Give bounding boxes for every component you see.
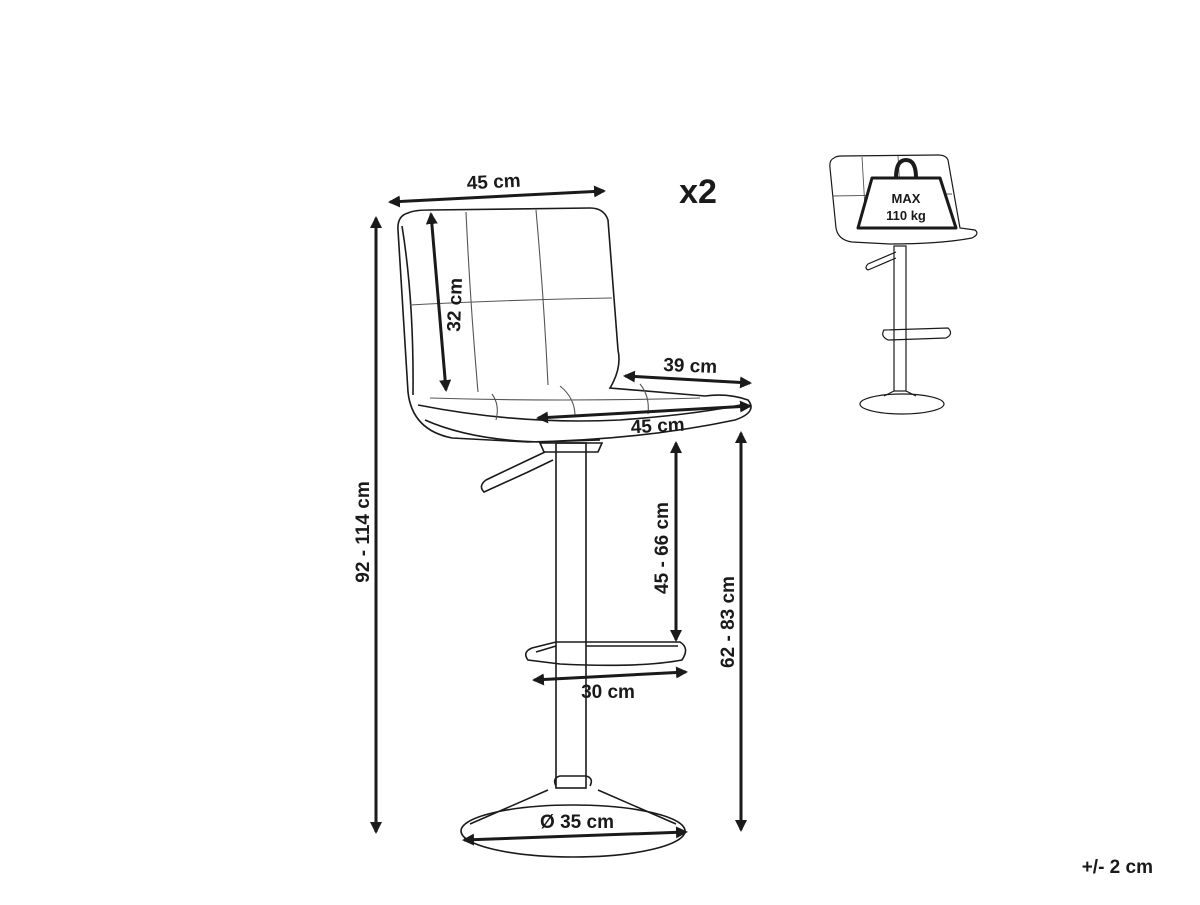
seat-front-rim [417,403,746,422]
label-base-diameter: Ø 35 cm [540,812,614,833]
label-seat-height: 62 - 83 cm [718,576,739,668]
tolerance-note: +/- 2 cm [1082,857,1153,878]
seat-stitching [429,383,701,421]
arrow-footrest-width [532,666,688,686]
mini-lever [865,251,897,271]
weight-handle [894,157,918,179]
gas-column [555,442,587,789]
label-footrest-width: 30 cm [581,682,635,703]
mini-base [859,393,945,415]
backrest-stitching [409,209,613,393]
dimension-lines [370,185,752,846]
mini-column [893,245,907,392]
arrow-seat-depth [623,370,752,389]
arrow-base-diameter [462,826,688,846]
load-weight-label: 110 kg [886,208,926,223]
bar-stool-main [397,207,752,858]
label-backrest-width: 45 cm [466,171,521,195]
label-seat-width: 45 cm [630,415,685,439]
arrow-backrest-height [425,212,452,392]
mini-stool-shell [829,154,978,245]
footrest-ring [524,641,687,667]
label-seat-to-footrest: 45 - 66 cm [652,502,673,594]
mini-footrest [882,327,952,341]
label-backrest-height: 32 cm [444,278,467,333]
label-seat-depth: 39 cm [663,355,718,378]
arrow-seat-width [536,400,752,424]
load-max-label: MAX [892,191,921,206]
weight-body [856,176,958,230]
base-dome-sides [469,789,677,825]
label-total-height: 92 - 114 cm [353,481,374,582]
quantity-label: x2 [679,173,717,211]
base-dome [553,775,593,787]
column-collar [538,442,604,453]
height-lever [480,451,554,493]
weight-icon [856,157,958,230]
mini-base-dome [883,390,917,397]
arrow-backrest-width [388,185,606,208]
seat-underside [424,419,601,443]
footrest-ring-inner [535,645,678,653]
